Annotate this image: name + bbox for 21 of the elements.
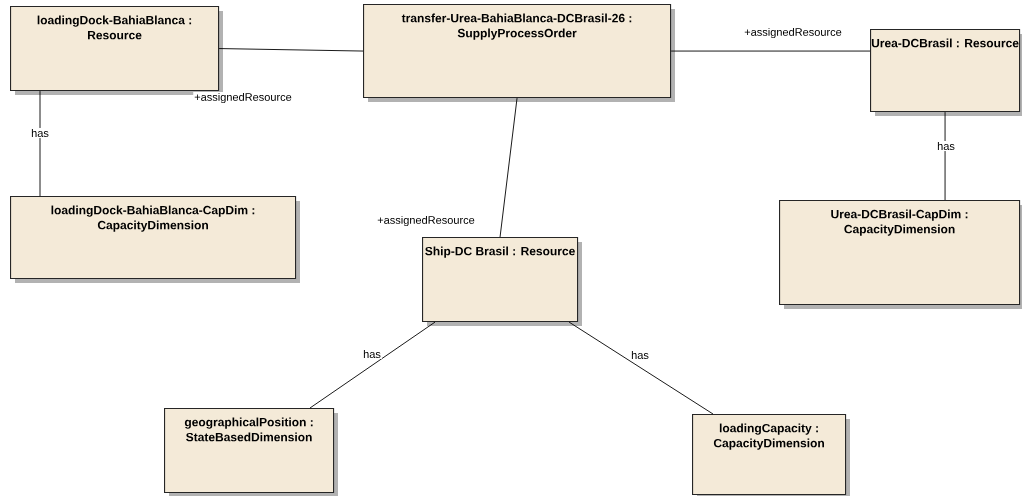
association-line — [218, 48, 364, 52]
object-box: geographicalPosition : StateBasedDimension — [164, 408, 338, 496]
role-label: +assignedResource — [743, 26, 843, 40]
role-label: has — [936, 140, 956, 152]
object-box: Ship-DC Brasil : Resource — [422, 237, 582, 326]
association-line — [670, 50, 871, 52]
role-label: +assignedResource — [376, 214, 476, 228]
role-label: has — [362, 348, 382, 360]
association-line — [309, 321, 436, 409]
object-box: loadingDock-BahiaBlanca-CapDim : CapacityDimension — [10, 196, 300, 283]
role-label: has — [630, 349, 650, 361]
object-box: loadingCapacity : CapacityDimension — [692, 414, 850, 496]
object-box: Urea-DCBrasil-CapDim : CapacityDimension — [779, 200, 1022, 309]
association-line — [568, 321, 714, 415]
association-line — [39, 90, 41, 197]
role-label: +assignedResource — [193, 91, 293, 105]
association-line — [499, 97, 518, 238]
object-box: Urea-DCBrasil : Resource — [870, 29, 1022, 116]
role-label: has — [30, 127, 50, 139]
object-box: transfer-Urea-BahiaBlanca-DCBrasil-26 : SupplyProcessOrder — [363, 4, 675, 102]
association-line — [944, 111, 946, 201]
